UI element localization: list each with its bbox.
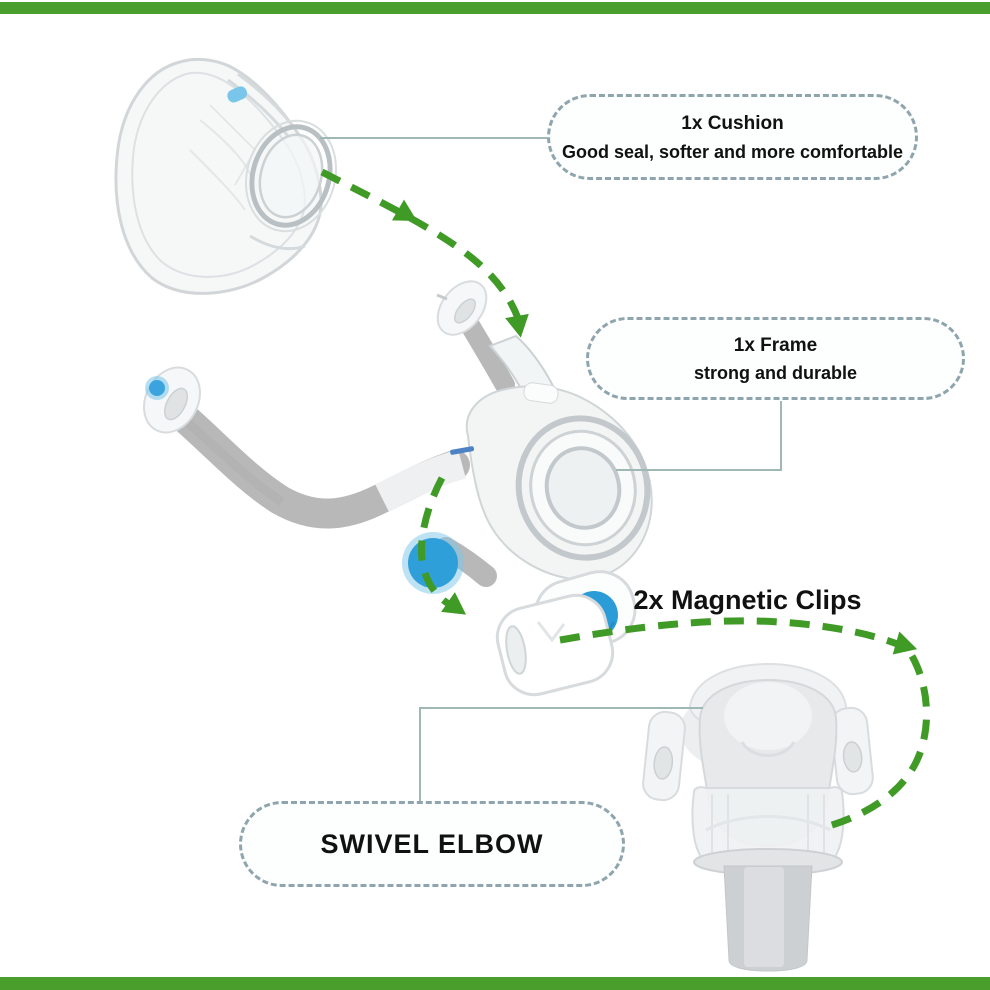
dashed-arrow-frame-to-clip — [418, 476, 467, 615]
cushion-ring — [244, 119, 338, 233]
frame-magnet-attachment — [408, 538, 458, 588]
callout-swivel-elbow: SWIVEL ELBOW — [239, 801, 625, 887]
frame-strap-blue-mark — [450, 446, 475, 455]
callout-frame: 1x Frame strong and durable — [586, 317, 965, 400]
cushion-title: 1x Cushion — [681, 113, 784, 134]
connector-frame-callout — [616, 401, 782, 471]
cushion-subtitle: Good seal, softer and more comfortable — [561, 142, 904, 162]
swivel-elbow-illustration — [642, 662, 874, 972]
swivel-elbow-label: SWIVEL ELBOW — [320, 828, 544, 859]
dashed-arrow-clip-to-elbow — [559, 617, 930, 832]
frame-subtitle: strong and durable — [693, 363, 857, 383]
connector-elbow-callout — [419, 707, 703, 802]
magnetic-clip-illustration — [495, 570, 637, 697]
frame-illustration — [143, 280, 653, 594]
frame-title: 1x Frame — [733, 335, 818, 356]
frame-connector-ring — [515, 415, 651, 561]
frame-top-strap-tip — [436, 280, 488, 336]
cushion-illustration — [114, 57, 338, 295]
elbow-left-wing — [642, 710, 686, 802]
bottom-green-bar — [0, 977, 990, 990]
callout-cushion: 1x Cushion Good seal, softer and more co… — [547, 94, 918, 180]
dashed-arrow-cushion-to-frame — [320, 168, 529, 338]
frame-left-strap-tip — [143, 366, 201, 434]
cushion-vent-dot — [227, 86, 248, 103]
magnetic-clips-label: 2x Magnetic Clips — [633, 585, 862, 615]
top-green-bar — [0, 2, 990, 14]
